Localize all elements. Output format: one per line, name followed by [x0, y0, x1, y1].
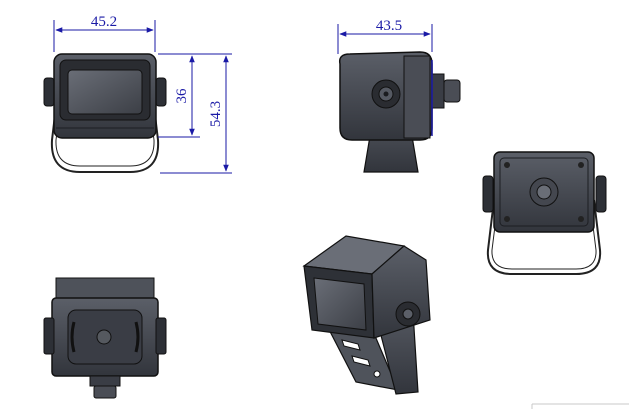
dim-front-body-height: 36	[174, 88, 190, 104]
side-view	[338, 51, 461, 173]
front-view	[43, 53, 167, 173]
dim-front-total-height: 54.3	[208, 101, 224, 127]
front-dimensions: 45.2 36 54.3	[53, 14, 232, 174]
frame-border	[531, 403, 629, 409]
isometric-view	[302, 235, 431, 395]
dim-side-depth: 43.5	[376, 18, 402, 34]
bottom-view	[43, 277, 167, 399]
side-dimensions: 43.5	[337, 18, 433, 54]
rear-view	[482, 151, 607, 275]
dim-front-width: 45.2	[91, 14, 117, 30]
